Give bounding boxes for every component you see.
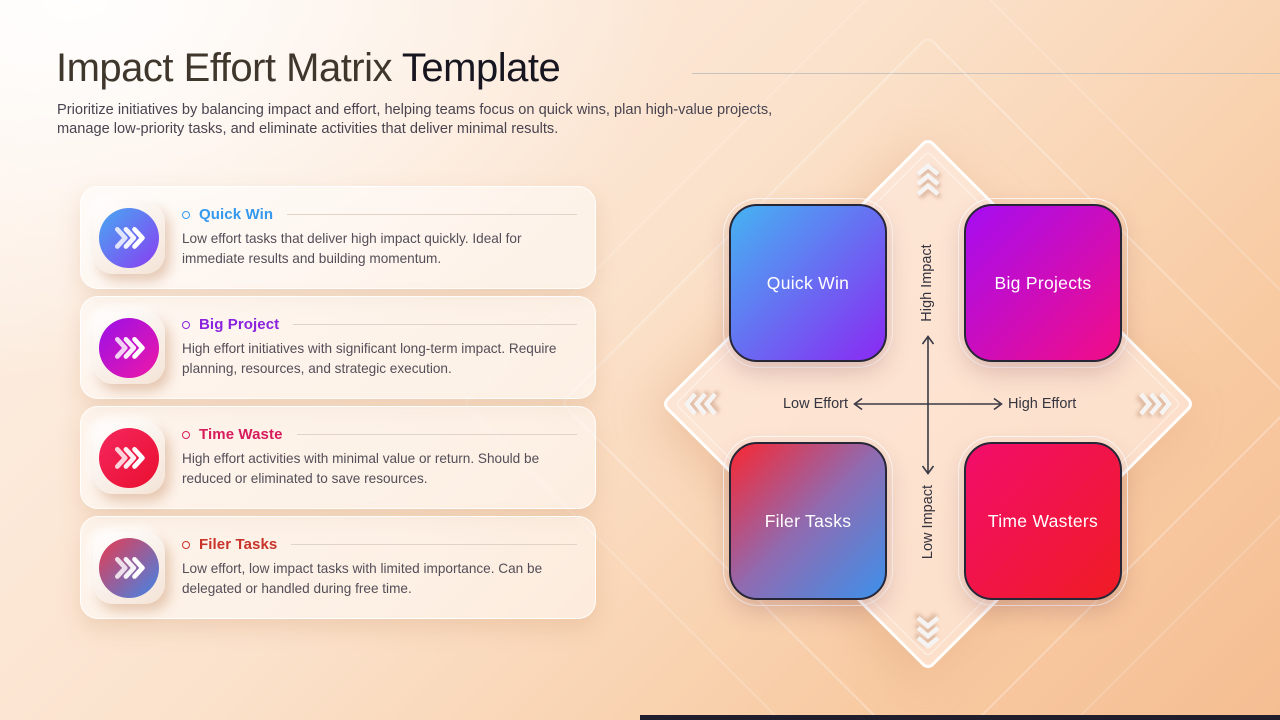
card-title-rule <box>287 214 577 216</box>
axis-label-high-impact: High Impact <box>919 244 935 322</box>
card-text: Filer Tasks Low effort, low impact tasks… <box>182 536 577 598</box>
card-title-row: Filer Tasks <box>182 536 577 553</box>
card-text: Time Waste High effort activities with m… <box>182 426 577 488</box>
quadrant-label-big-projects: Big Projects <box>964 204 1122 362</box>
quadrant-label-filer-tasks: Filer Tasks <box>729 442 887 600</box>
card-title-row: Quick Win <box>182 206 577 223</box>
bullet-circle-icon <box>182 430 190 439</box>
axis-label-high-effort: High Effort <box>1008 396 1077 412</box>
chevrons-left-icon <box>681 388 721 420</box>
axis-arrows-graphic <box>853 335 1003 475</box>
chevrons-down-icon <box>912 612 944 652</box>
card-title: Filer Tasks <box>199 536 278 554</box>
icon-pad <box>93 531 165 604</box>
legend-card-filer-tasks: Filer Tasks Low effort, low impact tasks… <box>80 516 596 619</box>
card-title-rule <box>291 544 577 546</box>
page-title-regular: Template <box>401 46 561 90</box>
bullet-circle-icon <box>182 320 190 329</box>
card-description: Low effort tasks that deliver high impac… <box>182 231 522 266</box>
legend-card-big-project: Big Project High effort initiatives with… <box>80 296 596 399</box>
card-title-rule <box>296 434 577 436</box>
card-title: Time Waste <box>199 426 283 444</box>
header-divider-line <box>692 73 1280 74</box>
card-title-row: Big Project <box>182 316 577 333</box>
bottom-accent-bar <box>640 715 1280 720</box>
quadrant-big-projects: Big Projects <box>958 198 1128 368</box>
icon-pad <box>93 421 165 494</box>
page-title-emphasis: Impact Effort Matrix <box>56 46 402 90</box>
triple-chevron-icon <box>99 207 159 268</box>
bullet-circle-icon <box>182 540 190 549</box>
legend-card-quick-win: Quick Win Low effort tasks that deliver … <box>80 186 596 289</box>
chevrons-up-icon <box>912 160 944 200</box>
bullet-circle-icon <box>182 210 190 219</box>
page-title: Impact Effort Matrix Template <box>56 46 561 91</box>
card-text: Big Project High effort initiatives with… <box>182 316 577 378</box>
triple-chevron-icon <box>99 427 159 488</box>
icon-pad <box>93 201 165 274</box>
page-subtitle: Prioritize initiatives by balancing impa… <box>57 102 773 138</box>
card-title-rule <box>293 324 577 326</box>
chevrons-right-icon <box>1135 388 1175 420</box>
card-description: Low effort, low impact tasks with limite… <box>182 561 543 596</box>
quadrant-filer-tasks: Filer Tasks <box>723 436 893 606</box>
card-text: Quick Win Low effort tasks that deliver … <box>182 206 577 268</box>
axis-label-low-effort: Low Effort <box>782 396 848 412</box>
quadrant-label-time-wasters: Time Wasters <box>964 442 1122 600</box>
triple-chevron-icon <box>99 317 159 378</box>
axis-label-low-impact: Low Impact <box>920 484 936 560</box>
icon-pad <box>93 311 165 384</box>
triple-chevron-icon <box>99 537 159 598</box>
quadrant-quick-win: Quick Win <box>723 198 893 368</box>
card-title: Quick Win <box>199 206 274 224</box>
quadrant-label-quick-win: Quick Win <box>729 204 887 362</box>
legend-card-time-waste: Time Waste High effort activities with m… <box>80 406 596 509</box>
card-description: High effort initiatives with significant… <box>182 341 557 376</box>
card-title: Big Project <box>199 316 280 334</box>
card-description: High effort activities with minimal valu… <box>182 451 540 486</box>
quadrant-time-wasters: Time Wasters <box>958 436 1128 606</box>
legend-card-list: Quick Win Low effort tasks that deliver … <box>80 186 596 626</box>
card-title-row: Time Waste <box>182 426 577 443</box>
